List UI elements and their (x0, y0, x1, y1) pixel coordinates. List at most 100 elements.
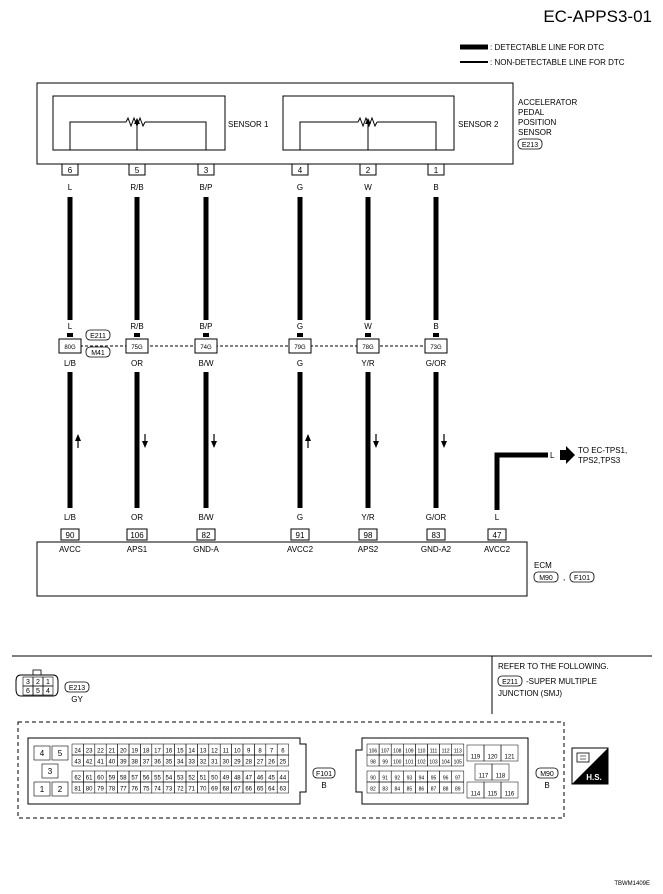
sensor-name-line-4: SENSOR (518, 128, 552, 137)
ecm-pin-box (290, 528, 310, 541)
cavity-number: 31 (211, 760, 218, 766)
cavity-number: 114 (471, 792, 481, 798)
ecm-pin: 90 (66, 531, 75, 540)
cavity-number: 76 (131, 787, 138, 793)
joint-bottom-color: L/B (64, 359, 76, 368)
cavity-number: 91 (382, 776, 388, 782)
cavity-number: 99 (382, 760, 388, 766)
ecm-pin: 83 (432, 531, 441, 540)
connector-id: E213 (69, 685, 85, 692)
cavity-number: 71 (188, 787, 195, 793)
ecm-connector-separator: , (563, 573, 565, 582)
ecm-signal: APS2 (358, 545, 379, 554)
sensor-pin-box (359, 163, 377, 176)
f101-color: B (321, 781, 326, 790)
sensor-pin-box (291, 163, 309, 176)
refer-connector-badge (497, 675, 523, 687)
cavity-number: 12 (211, 749, 218, 755)
pot2-wiper-arrow (365, 118, 371, 124)
cavity-number: 17 (154, 749, 161, 755)
cavity-number: 56 (143, 776, 150, 782)
cavity-number: 69 (211, 787, 218, 793)
joint-terminal-box (58, 338, 82, 354)
arrow-down-icon (373, 434, 379, 448)
joint-terminal: 73G (430, 345, 442, 351)
cavity-number: 27 (257, 760, 264, 766)
cavity-number: 89 (455, 787, 461, 793)
cavity-number: 98 (370, 760, 376, 766)
cavity-number: 36 (154, 760, 161, 766)
cavity-number: 117 (479, 774, 489, 780)
ecm-signal: AVCC (59, 545, 81, 554)
cavity-number: 94 (419, 776, 425, 782)
refer-heading: REFER TO THE FOLLOWING. (498, 662, 609, 671)
lower-wires (67, 372, 439, 508)
cavity-number: 58 (120, 776, 127, 782)
potentiometer-2 (299, 116, 437, 150)
ecm-signal: GND-A (193, 545, 219, 554)
sensor1-box (52, 95, 226, 151)
connector-outline (15, 674, 59, 697)
cavity-number: 59 (109, 776, 116, 782)
joint-connector-ids: E211 M41 (85, 329, 111, 358)
f101-outline (27, 737, 307, 805)
ecm-connector-badge (533, 571, 559, 583)
cavity-number: 73 (166, 787, 173, 793)
cavity (51, 781, 69, 797)
ecm-pin-box (196, 528, 216, 541)
cavity-number: 86 (419, 787, 425, 793)
sensor-box (36, 82, 514, 165)
cavity-number: 29 (234, 760, 241, 766)
cavity-number: 103 (429, 760, 438, 766)
cavity-number: 15 (177, 749, 184, 755)
sensor-pin: 2 (366, 166, 371, 175)
ecm-wire-color: G/OR (426, 513, 447, 522)
pot2-right-line (377, 121, 437, 150)
cavity (276, 754, 289, 767)
ecm-pin-box (126, 528, 148, 541)
arrow-right-icon (560, 446, 575, 464)
external-target-line-1: TO EC-TPS1, (578, 446, 627, 455)
m90-id-badge (535, 767, 559, 779)
joint-bottom-color: B/W (198, 359, 214, 368)
cavity-number: 80 (86, 787, 93, 793)
cavity-number: 97 (455, 776, 461, 782)
ecm-connector: M90 (539, 575, 553, 582)
arrow-down-icon (142, 434, 148, 448)
sensor-pin-box (61, 163, 79, 176)
cavity-number: 23 (86, 749, 93, 755)
cavity-number: 104 (441, 760, 450, 766)
cavity-number: 3 (48, 767, 53, 776)
cavity-number: 83 (382, 787, 388, 793)
joint-terminal-box (194, 338, 218, 354)
joint-bottom-color: Y/R (361, 359, 375, 368)
ecm-signal: AVCC2 (484, 545, 511, 554)
cavity-number: 96 (443, 776, 449, 782)
joint-top-color: B (433, 322, 438, 331)
cavity-number: 4 (40, 749, 45, 758)
figure-code: TBWM1409E (614, 881, 650, 887)
hs-badge-text: H.S. (586, 773, 602, 782)
cavity-number: 4 (46, 688, 50, 695)
cavity-number: 85 (407, 787, 413, 793)
cavity-number: 102 (417, 760, 426, 766)
cavity-number: 120 (487, 755, 498, 761)
wire-color-label: G (297, 183, 303, 192)
arrow-down-icon (441, 434, 447, 448)
sensor-pin: 1 (434, 166, 439, 175)
cavity-number: 57 (131, 776, 138, 782)
cavity-number: 45 (268, 776, 275, 782)
cavity (42, 685, 54, 696)
ecm-signal: AVCC2 (287, 545, 314, 554)
ecm-connector: F101 (574, 575, 590, 582)
m90-id: M90 (540, 771, 554, 778)
joint-top-color: G (297, 322, 303, 331)
cavity-number: 49 (223, 776, 230, 782)
ecm-name: ECM (534, 561, 552, 570)
cavity-number: 33 (188, 760, 195, 766)
cavity-number: 95 (431, 776, 437, 782)
cavity-number: 92 (394, 776, 400, 782)
ecm-pin: 98 (364, 531, 373, 540)
ecm-signal: APS1 (127, 545, 148, 554)
